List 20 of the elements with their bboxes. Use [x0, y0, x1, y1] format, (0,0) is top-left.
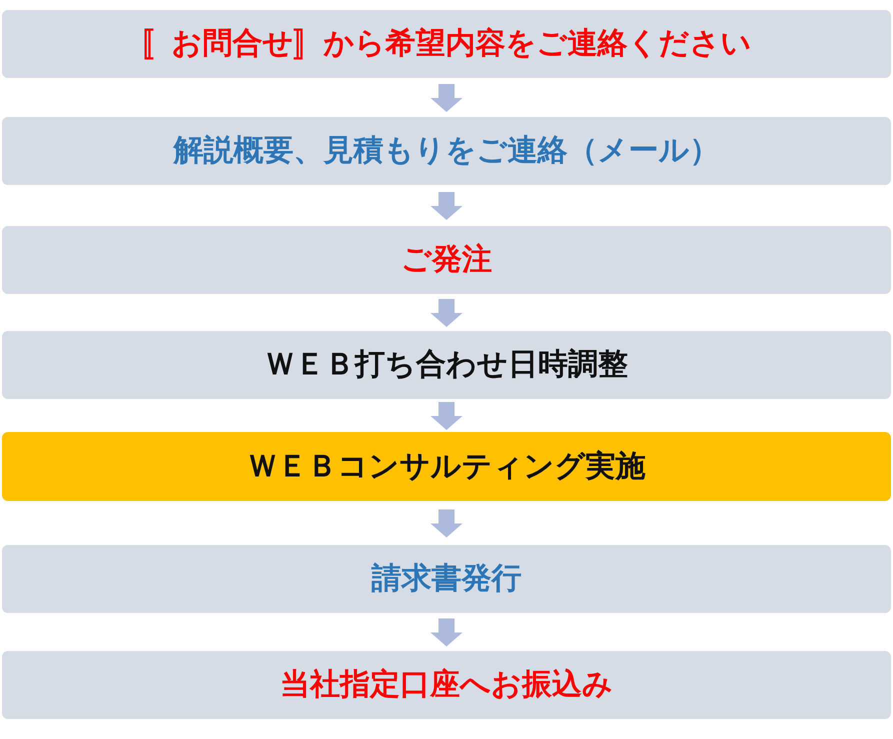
step-label: 請求書発行	[372, 561, 522, 597]
step-box	[2, 117, 891, 185]
step-box	[2, 651, 891, 719]
step-label: ご発注	[401, 242, 492, 278]
arrow	[430, 192, 462, 220]
step-label: ＷＥＢ打ち合わせ日時調整	[265, 347, 628, 383]
step-box	[2, 432, 891, 501]
arrow	[430, 299, 462, 327]
arrow	[430, 402, 462, 430]
step-box	[2, 545, 891, 613]
step-box	[2, 10, 891, 78]
step-box	[2, 226, 891, 294]
arrow	[430, 510, 462, 538]
arrow	[430, 84, 462, 112]
step-label: ＷＥＢコンサルティング実施	[248, 448, 646, 484]
arrow	[430, 618, 462, 646]
step-label: 〚お問合せ〛から希望内容をご連絡ください	[142, 26, 752, 62]
step-label: 解説概要、見積もりをご連絡（メール）	[174, 133, 720, 169]
step-box	[2, 331, 891, 399]
step-label: 当社指定口座へお振込み	[280, 667, 613, 703]
